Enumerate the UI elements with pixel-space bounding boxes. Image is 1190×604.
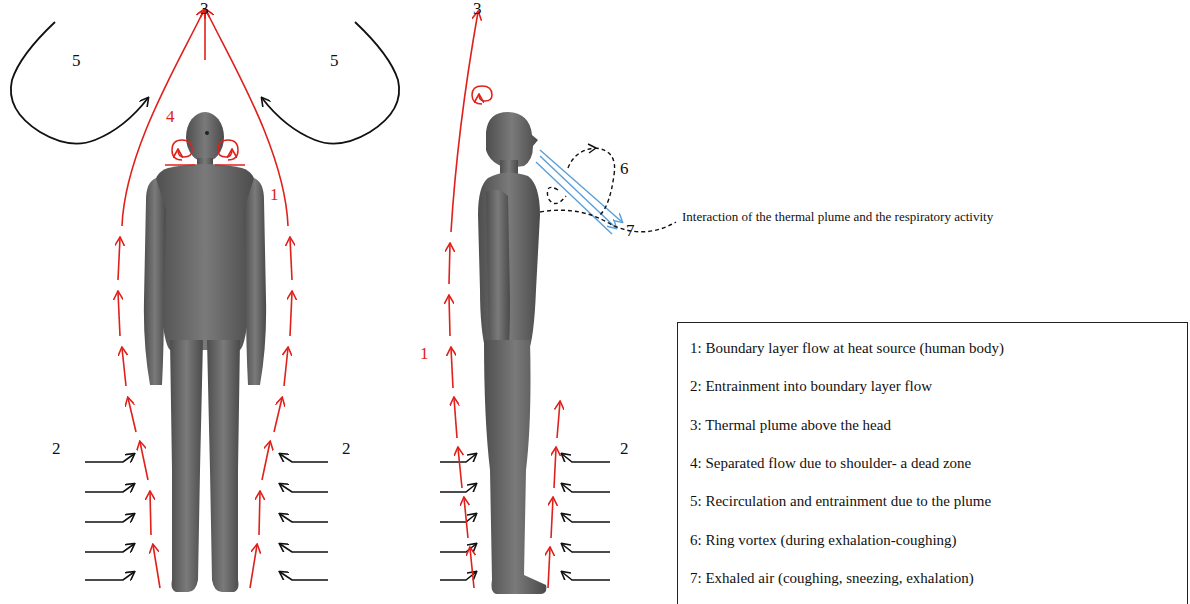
callout-number: 4 (166, 108, 175, 125)
dead-zone-vortex (165, 140, 245, 165)
callout-number: 2 (620, 440, 629, 457)
legend-entry: 6: Ring vortex (during exhalation-coughi… (678, 531, 1187, 549)
plume-vortex (472, 86, 492, 104)
legend-entry: 4: Separated flow due to shoulder- a dea… (678, 454, 1187, 472)
legend-entry: 3: Thermal plume above the head (678, 416, 1187, 434)
callout-number: 3 (200, 0, 209, 17)
recirculation-loop (11, 22, 399, 144)
callout-number: 5 (72, 52, 81, 69)
callout-number: 7 (626, 222, 635, 239)
legend-entry: 1: Boundary layer flow at heat source (h… (678, 339, 1187, 357)
callout-number: 5 (330, 52, 339, 69)
entrainment-arrows (85, 454, 610, 580)
callout-number: 1 (420, 345, 429, 362)
legend-entry: 2: Entrainment into boundary layer flow (678, 377, 1187, 395)
callout-number: 6 (620, 160, 629, 177)
front-mannequin (144, 112, 266, 592)
ring-vortex (540, 148, 676, 232)
annotation-text: Interaction of the thermal plume and the… (682, 210, 993, 223)
boundary-layer-arrows (118, 10, 292, 588)
side-mannequin (478, 112, 546, 594)
legend-entry: 7: Exhaled air (coughing, sneezing, exha… (678, 569, 1187, 587)
boundary-layer-arrows (449, 12, 560, 588)
callout-number: 1 (270, 186, 279, 203)
callout-number: 2 (342, 440, 351, 457)
legend-entry: 5: Recirculation and entrainment due to … (678, 492, 1187, 510)
exhaled-air (536, 150, 622, 234)
callout-number: 2 (52, 440, 61, 457)
legend-box: 1: Boundary layer flow at heat source (h… (677, 322, 1188, 604)
callout-number: 3 (473, 0, 482, 17)
